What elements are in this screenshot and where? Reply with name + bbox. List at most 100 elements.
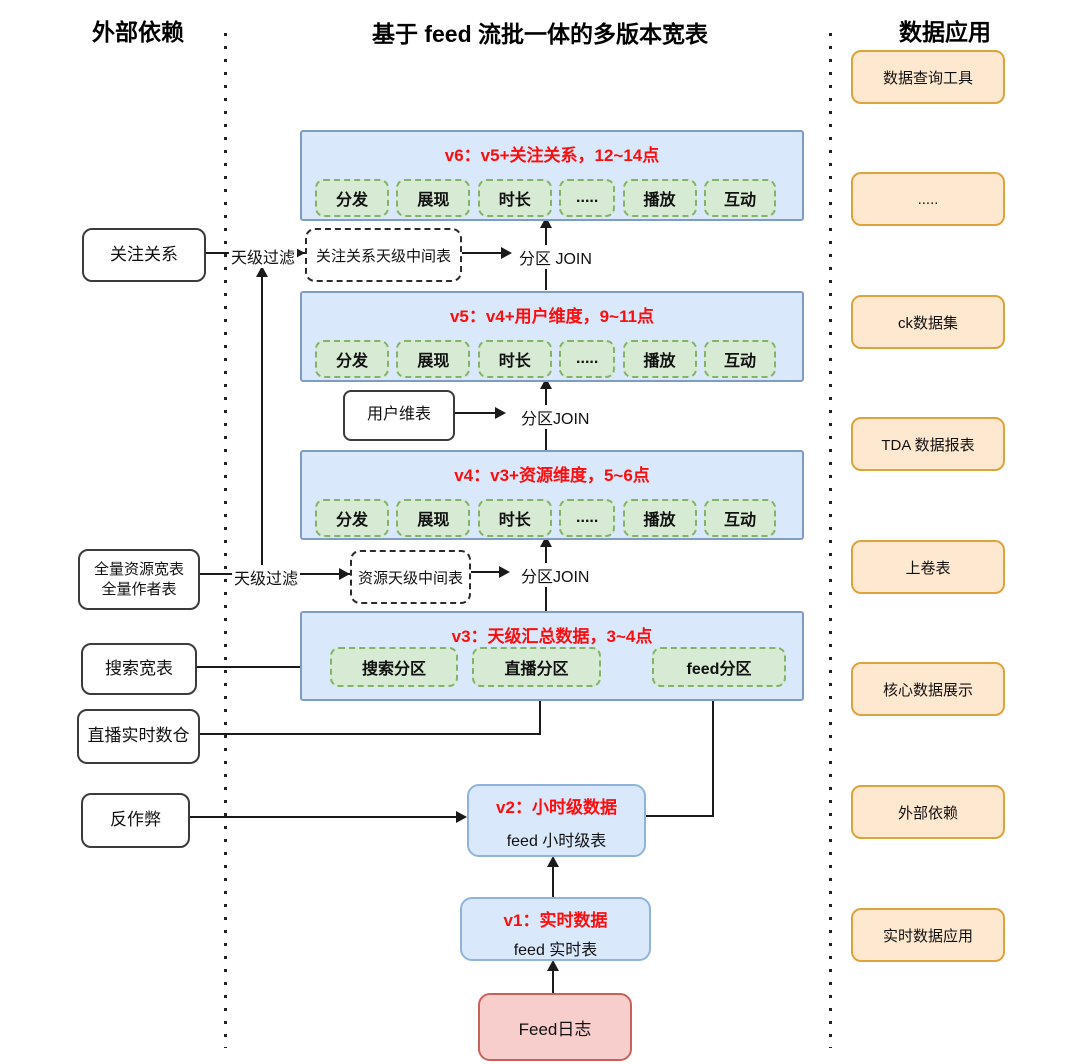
edge-join5-arrowhead (540, 378, 552, 389)
node-v2-subtitle: feed 小时级表 (506, 833, 607, 850)
node-resource-daily-mid-table: 资源天级中间表 (350, 550, 471, 604)
chip-interaction: 互动 (703, 179, 776, 217)
center-column-header: 基于 feed 流批一体的多版本宽表 (371, 21, 709, 47)
node-v5: v5：v4+用户维度，9~11点 分发 展现 时长 ..... 播放 互动 (300, 291, 804, 382)
chip-impression: 展现 (396, 499, 471, 537)
app-ck-dataset-label: ck数据集 (897, 314, 958, 332)
edge-antispam-to-v2-line (186, 816, 462, 818)
edge-v2-to-feedpart-hline (642, 815, 714, 817)
app-realtime-data-app: 实时数据应用 (851, 908, 1005, 962)
edge-antispam-to-v2-arrowhead (456, 811, 467, 823)
node-v4-title: v4：v3+资源维度，5~6点 (454, 466, 650, 485)
node-full-resource-line2: 全量作者表 (101, 580, 177, 598)
edge-label-join-v5: 分区JOIN (519, 405, 592, 429)
chip-interaction: 互动 (703, 499, 776, 537)
edge-source-to-v1-arrowhead (547, 960, 559, 971)
app-rollup-table: 上卷表 (851, 540, 1005, 594)
chip-duration: 时长 (477, 499, 552, 537)
edge-mid-to-join6-line (458, 252, 502, 254)
chip-play: 播放 (622, 179, 697, 217)
node-search-wide-table: 搜索宽表 (81, 643, 197, 695)
chip-impression: 展现 (396, 340, 471, 378)
node-follow-relation-label: 关注关系 (110, 244, 178, 264)
app-data-query-tool-label: 数据查询工具 (882, 69, 973, 87)
chip-impression: 展现 (396, 179, 471, 217)
node-v5-title: v5：v4+用户维度，9~11点 (449, 307, 655, 326)
chip-ellipsis: ..... (559, 340, 616, 378)
node-live-realtime-dw: 直播实时数仓 (77, 709, 200, 764)
app-external-dependency: 外部依赖 (851, 785, 1005, 839)
edge-join6-arrowhead (540, 217, 552, 228)
node-v3-title: v3：天级汇总数据，3~4点 (451, 627, 653, 646)
chip-distribution: 分发 (315, 499, 389, 537)
node-follow-daily-mid-table: 关注关系天级中间表 (305, 228, 462, 282)
node-anti-spam: 反作弊 (81, 793, 190, 848)
node-live-realtime-dw-label: 直播实时数仓 (87, 726, 190, 746)
node-full-resource-line1: 全量资源宽表 (93, 561, 184, 578)
chip-ellipsis: ..... (559, 179, 616, 217)
edge-userdim-to-join5-arrowhead (495, 407, 506, 419)
app-core-data-display-label: 核心数据展示 (882, 681, 973, 699)
edge-join4-arrowhead (540, 536, 552, 547)
node-v2-title: v2：小时级数据 (496, 798, 617, 817)
edge-follow-to-mid-arrowhead (294, 247, 305, 259)
chip-interaction: 互动 (703, 340, 776, 378)
app-realtime-data-app-label: 实时数据应用 (882, 927, 973, 945)
node-v5-chip-row: 分发 展现 时长 ..... 播放 互动 (302, 340, 802, 378)
chip-play: 播放 (622, 499, 697, 537)
app-external-dependency-label: 外部依赖 (897, 804, 958, 822)
node-user-dim-table: 用户维表 (343, 390, 455, 441)
chip-live-partition: 直播分区 (472, 647, 601, 687)
edge-v1-to-v2-arrowhead (547, 856, 559, 867)
app-tda-report-label: TDA 数据报表 (881, 436, 975, 454)
edge-label-join-v4: 分区JOIN (519, 563, 592, 587)
app-tda-report: TDA 数据报表 (851, 417, 1005, 471)
chip-feed-partition: feed分区 (652, 647, 786, 687)
node-full-resource-table: 全量资源宽表 全量作者表 (78, 549, 200, 610)
node-v6: v6：v5+关注关系，12~14点 分发 展现 时长 ..... 播放 互动 (300, 130, 804, 221)
app-ellipsis-label: ..... (917, 190, 939, 208)
chip-play: 播放 (622, 340, 697, 378)
node-v1: v1：实时数据 feed 实时表 (460, 897, 651, 961)
edge-branch-up-vline (261, 277, 263, 574)
node-v3: v3：天级汇总数据，3~4点 搜索分区 直播分区 feed分区 (300, 611, 804, 701)
edge-branch-up-arrowhead (256, 266, 268, 277)
node-v6-chip-row: 分发 展现 时长 ..... 播放 互动 (302, 179, 802, 217)
chip-duration: 时长 (477, 340, 552, 378)
node-user-dim-table-label: 用户维表 (366, 406, 431, 424)
chip-duration: 时长 (477, 179, 552, 217)
app-rollup-table-label: 上卷表 (905, 559, 951, 577)
node-v2: v2：小时级数据 feed 小时级表 (467, 784, 646, 857)
edge-userdim-to-join5-line (451, 412, 495, 414)
node-feed-log-label: Feed日志 (518, 1019, 592, 1039)
edge-v2-to-feedpart-vline (712, 698, 714, 817)
node-v1-subtitle: feed 实时表 (513, 942, 598, 959)
left-column-header: 外部依赖 (92, 19, 184, 45)
app-ck-dataset: ck数据集 (851, 295, 1005, 349)
edge-label-join-v6: 分区 JOIN (517, 245, 594, 269)
edge-resmid-to-join4-line (467, 571, 500, 573)
app-data-query-tool: 数据查询工具 (851, 50, 1005, 104)
edge-label-daily-filter-top: 天级过滤 (229, 244, 298, 268)
node-v6-title: v6：v5+关注关系，12~14点 (444, 146, 660, 165)
app-ellipsis: ..... (851, 172, 1005, 226)
node-search-wide-table-label: 搜索宽表 (105, 658, 173, 678)
chip-search-partition: 搜索分区 (330, 647, 458, 687)
edge-mid-to-join6-arrowhead (501, 247, 512, 259)
app-core-data-display: 核心数据展示 (851, 662, 1005, 716)
chip-distribution: 分发 (315, 179, 389, 217)
right-column-header: 数据应用 (899, 19, 991, 45)
chip-ellipsis: ..... (559, 499, 616, 537)
node-follow-daily-mid-table-label: 关注关系天级中间表 (315, 247, 451, 265)
node-follow-relation: 关注关系 (82, 228, 206, 282)
left-dotted-separator (224, 33, 227, 1048)
node-feed-log: Feed日志 (478, 993, 632, 1061)
edge-search-to-v3-line (193, 666, 323, 668)
node-anti-spam-label: 反作弊 (110, 810, 161, 830)
edge-v1-to-v2-vline (552, 867, 554, 897)
edge-live-to-v3-hline (196, 733, 541, 735)
edge-resmid-to-join4-arrowhead (499, 566, 510, 578)
node-v1-title: v1：实时数据 (503, 911, 608, 930)
node-resource-daily-mid-table-label: 资源天级中间表 (357, 569, 463, 587)
chip-distribution: 分发 (315, 340, 389, 378)
